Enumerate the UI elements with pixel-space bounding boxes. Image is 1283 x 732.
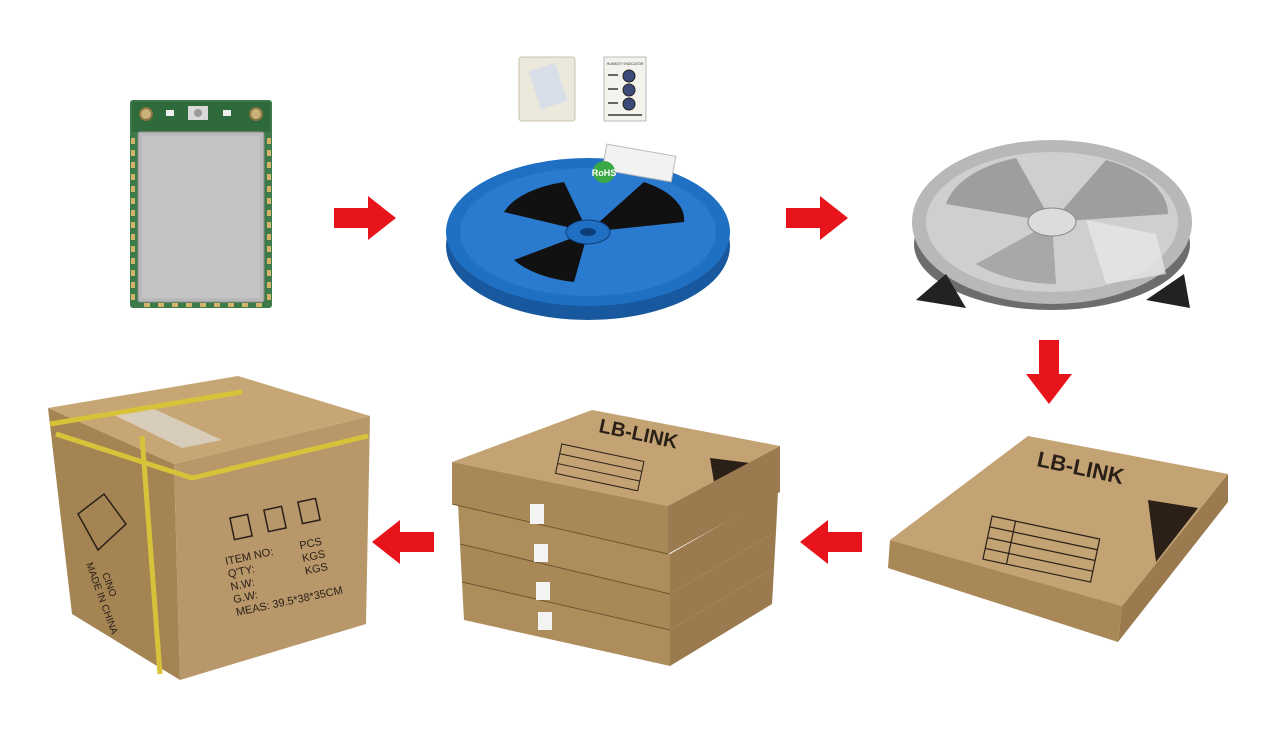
tape-reel: RoHS (444, 142, 732, 324)
humidity-indicator-card: HUMIDITY INDICATOR (603, 56, 647, 122)
arrow-right-icon (786, 196, 848, 240)
carton-line-2: N.W: (230, 577, 256, 594)
carton-unit-1: KGS (301, 548, 326, 565)
arrow-left-icon (372, 520, 434, 564)
arrow-down-icon (1026, 340, 1072, 404)
outer-carton: CINO MADE IN CHINA ITEM NO: Q'TY: N.W: G… (42, 374, 374, 684)
carton-line-1: Q'TY: (227, 563, 256, 580)
humidity-indicator-title: HUMIDITY INDICATOR (607, 62, 644, 66)
stacked-inner-boxes: LB-LINK (448, 406, 784, 670)
desiccant-pack (518, 56, 576, 122)
rohs-label: RoHS (592, 168, 617, 178)
carton-unit-2: KGS (304, 561, 329, 578)
inner-box: LB-LINK (886, 430, 1232, 644)
moisture-barrier-bag (906, 124, 1198, 320)
carton-unit-0: PCS (298, 536, 323, 552)
wifi-module (128, 98, 274, 310)
arrow-left-icon (800, 520, 862, 564)
arrow-right-icon (334, 196, 396, 240)
carton-line-3: G.W: (232, 589, 259, 606)
